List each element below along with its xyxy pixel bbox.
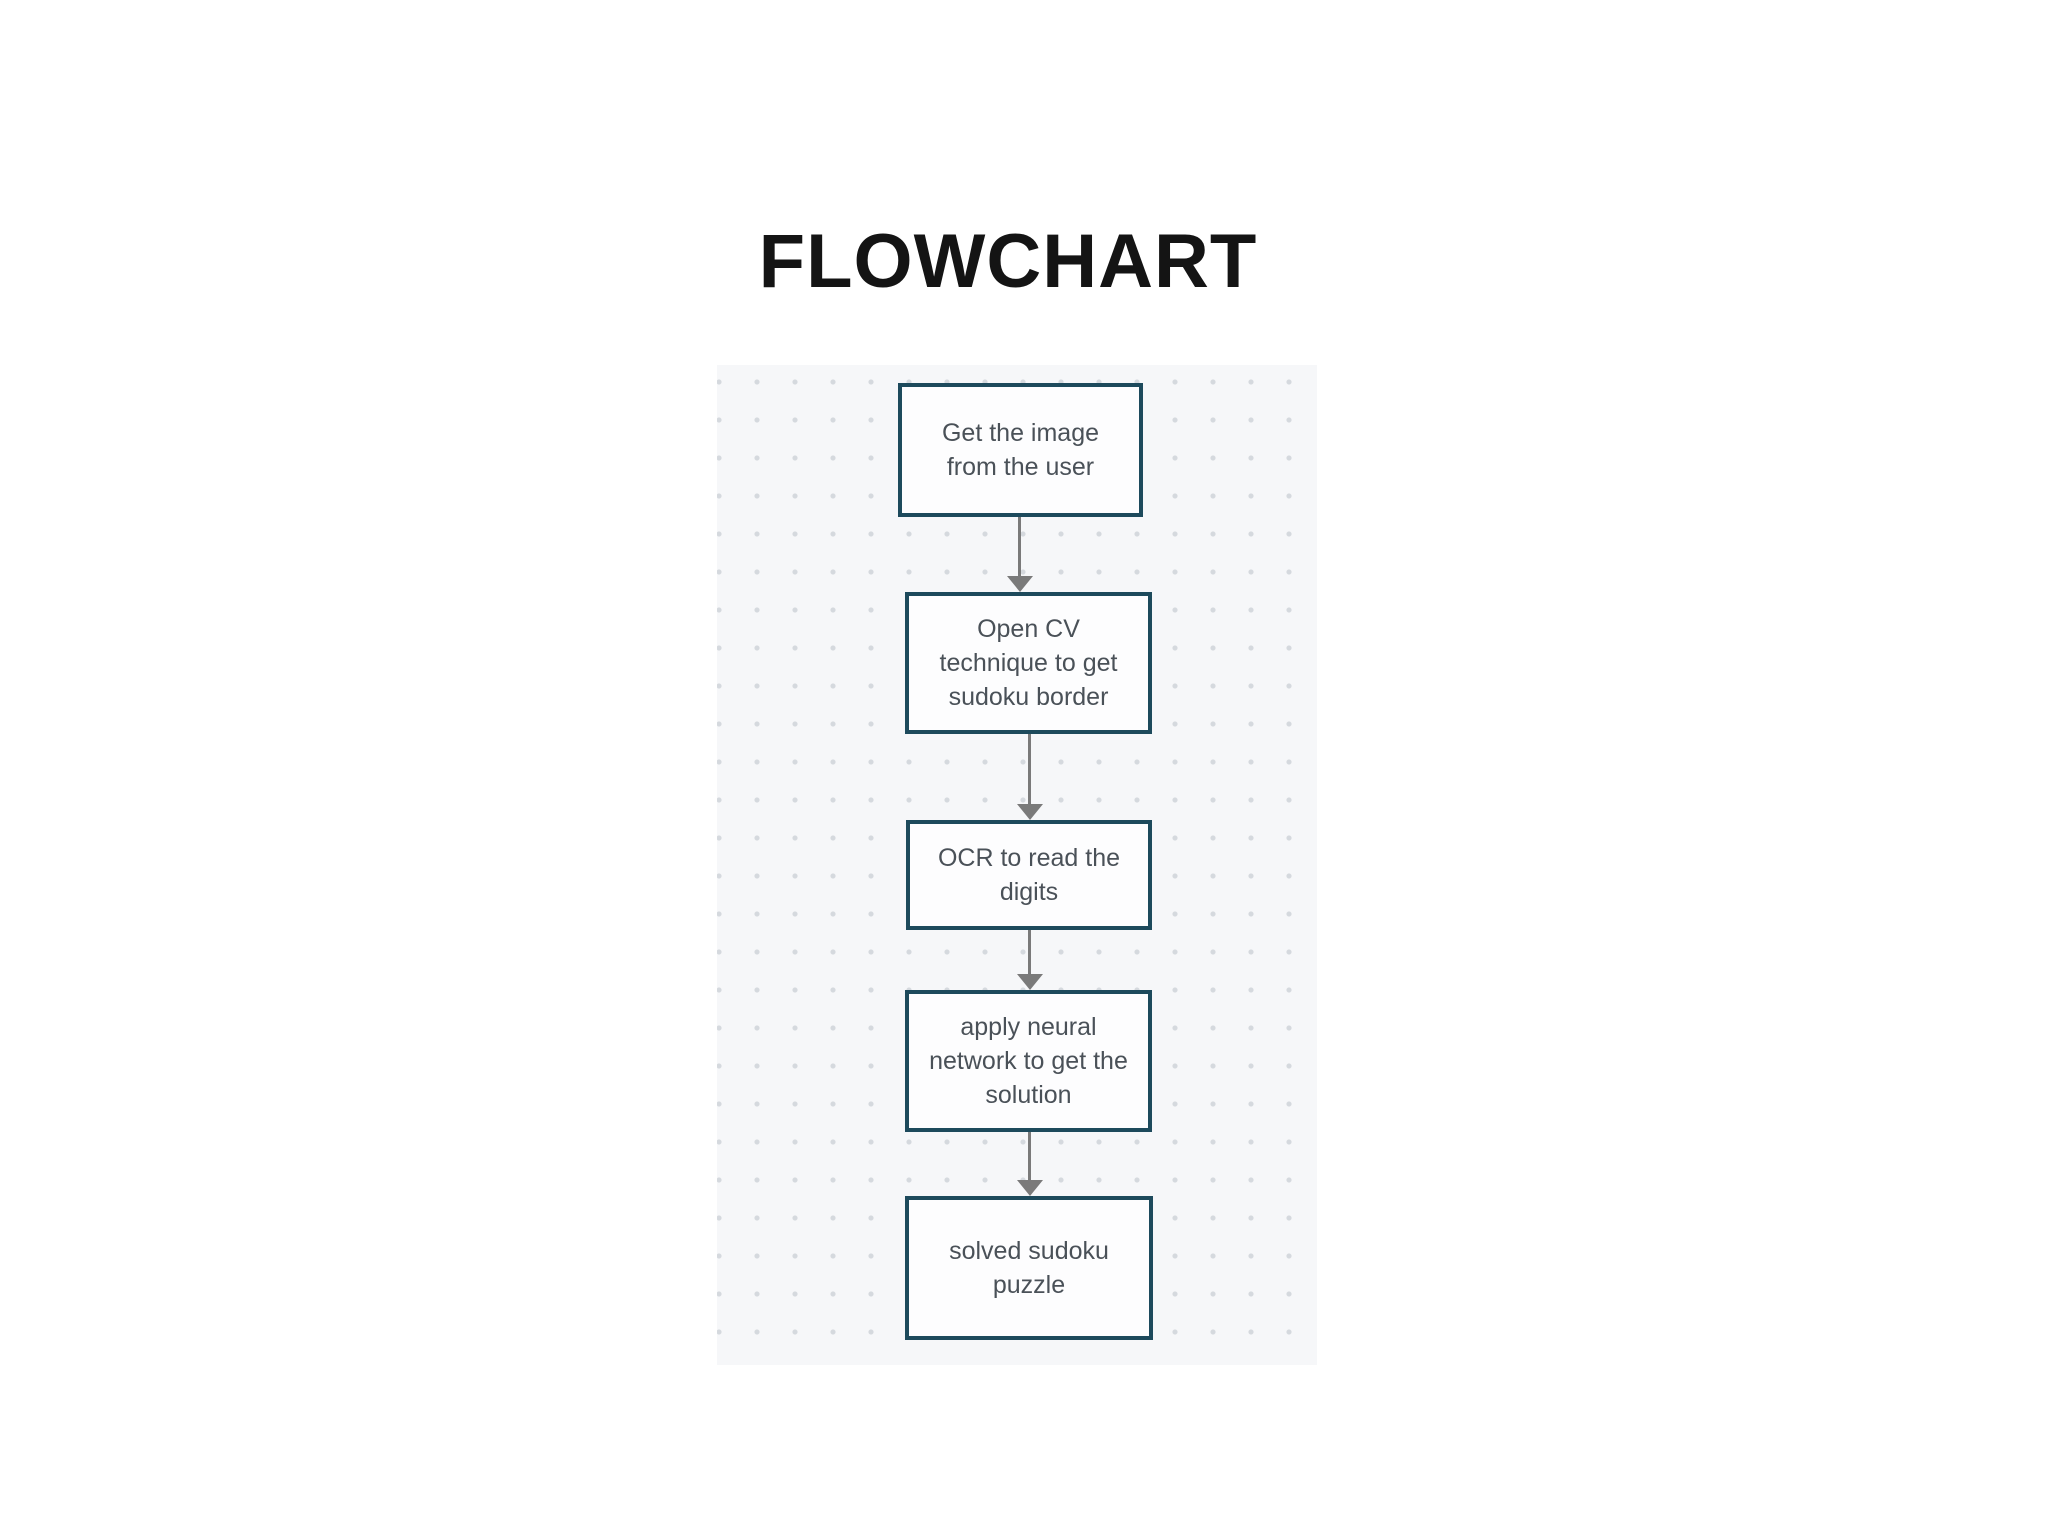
flow-node-open-cv: Open CV technique to get sudoku border <box>905 592 1152 734</box>
arrow-head-down-icon <box>1017 974 1043 990</box>
flow-node-solved-puzzle: solved sudoku puzzle <box>905 1196 1153 1340</box>
flow-arrow-down-4 <box>1017 1132 1043 1196</box>
flow-arrow-down-1 <box>1007 517 1033 592</box>
arrow-shaft <box>1028 734 1031 806</box>
arrow-shaft <box>1018 517 1021 578</box>
flow-node-label: OCR to read the digits <box>937 844 1121 906</box>
arrow-head-down-icon <box>1007 576 1033 592</box>
page-title: FLOWCHART <box>758 219 1258 304</box>
arrow-head-down-icon <box>1017 1180 1043 1196</box>
flow-node-ocr: OCR to read the digits <box>906 820 1152 930</box>
arrow-head-down-icon <box>1017 804 1043 820</box>
arrow-shaft <box>1028 930 1031 976</box>
flow-arrow-down-2 <box>1017 734 1043 820</box>
arrow-shaft <box>1028 1132 1031 1182</box>
flow-node-label: Get the image from the user <box>941 419 1100 481</box>
flow-node-label: Open CV technique to get sudoku border <box>939 615 1118 711</box>
flow-node-neural-network: apply neural network to get the solution <box>905 990 1152 1132</box>
flow-node-label: apply neural network to get the solution <box>929 1013 1128 1109</box>
flow-arrow-down-3 <box>1017 930 1043 990</box>
flow-node-get-image: Get the image from the user <box>898 383 1143 517</box>
flow-node-label: solved sudoku puzzle <box>949 1237 1109 1299</box>
